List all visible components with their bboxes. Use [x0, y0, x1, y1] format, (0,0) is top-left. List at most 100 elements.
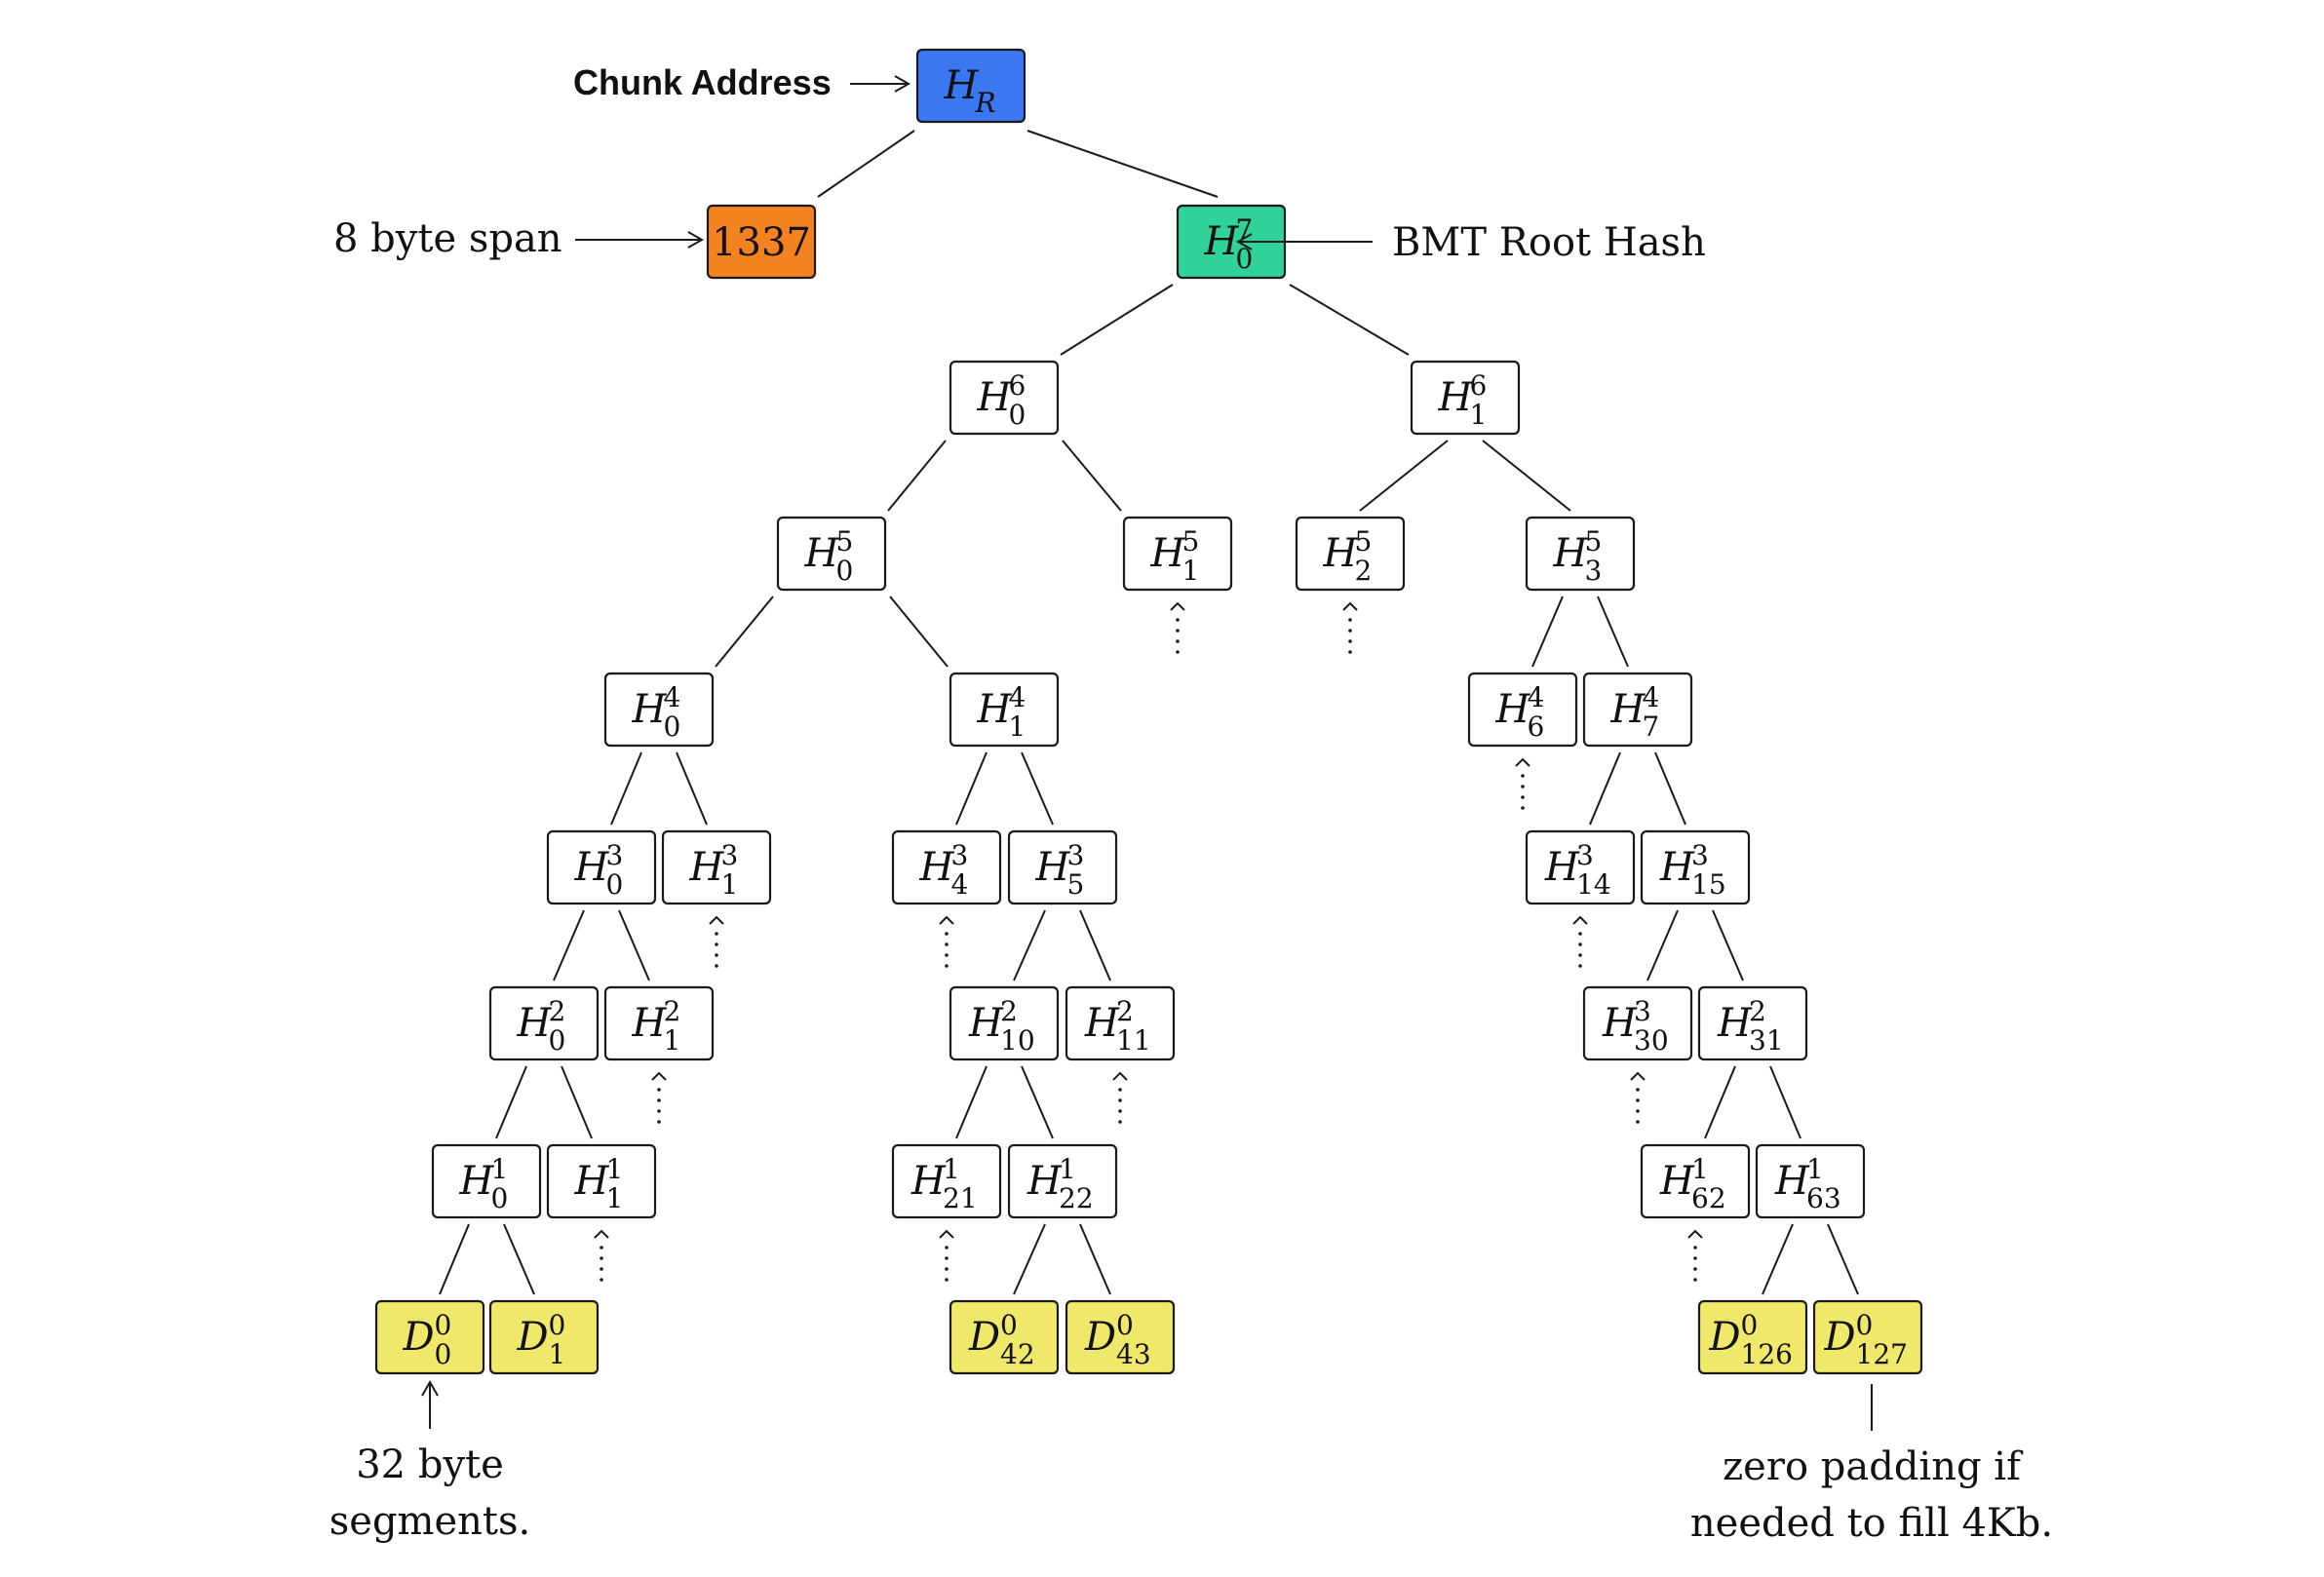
node-superscript: 3 — [1634, 995, 1651, 1027]
tree-edges — [439, 130, 1859, 1295]
node-box — [949, 672, 1060, 748]
node-subscript: 1 — [549, 1338, 566, 1370]
node-letter: H — [632, 1001, 668, 1046]
node-H2_1: H21 — [603, 985, 715, 1061]
node-box — [1525, 516, 1636, 592]
node-box — [706, 204, 817, 280]
node-box — [1410, 360, 1521, 436]
node-box — [374, 1299, 485, 1375]
node-box — [891, 829, 1002, 905]
node-subscript: 4 — [951, 868, 969, 901]
span-label: 8 byte span — [333, 216, 562, 261]
node-letter: H — [1602, 1001, 1638, 1046]
continuation-dots — [594, 601, 1703, 1282]
node-superscript: 3 — [951, 839, 969, 871]
node-letter: H — [919, 845, 955, 890]
node-subscript: 0 — [549, 1024, 566, 1057]
node-subscript: 1 — [1009, 711, 1026, 743]
node-letter: D — [403, 1315, 435, 1360]
padding-label-line2: needed to fill 4Kb. — [1690, 1501, 2053, 1546]
node-superscript: 2 — [664, 995, 681, 1027]
node-box — [1065, 1299, 1176, 1375]
node-letter: D — [517, 1315, 549, 1360]
node-superscript: 0 — [1000, 1309, 1018, 1341]
node-box — [1525, 829, 1636, 905]
node-subscript: R — [975, 87, 996, 119]
node-subscript: 1 — [606, 1182, 624, 1214]
node-H4_0: H40 — [603, 672, 715, 748]
node-subscript: 22 — [1059, 1182, 1094, 1214]
padding-label-line1: zero padding if — [1723, 1444, 2024, 1489]
continuation-H3_4 — [939, 915, 954, 968]
node-letter: H — [910, 1159, 947, 1204]
node-letter: H — [1610, 687, 1646, 732]
node-superscript: 0 — [1856, 1309, 1874, 1341]
node-letter: H — [574, 845, 610, 890]
node-letter: H — [1659, 1159, 1695, 1204]
node-box — [949, 985, 1060, 1061]
node-superscript: 3 — [1691, 839, 1709, 871]
node-subscript: 43 — [1116, 1338, 1151, 1370]
node-superscript: 1 — [1806, 1153, 1824, 1185]
node-subscript: 1 — [721, 868, 739, 901]
chunk-address-arrowhead — [894, 75, 911, 93]
edge-H2_0-H1_1 — [561, 1065, 593, 1139]
node-subscript: 15 — [1691, 868, 1726, 901]
node-subscript: 0 — [664, 711, 681, 743]
node-letter: H — [1495, 687, 1531, 732]
node-H3_5: H35 — [1007, 829, 1118, 905]
edge-H3_0-H2_1 — [618, 909, 650, 981]
node-H7_0: H70 — [1176, 204, 1287, 280]
node-letter: H — [1438, 375, 1474, 420]
node-superscript: 7 — [1236, 213, 1254, 246]
node-letter: D — [1709, 1315, 1741, 1360]
node-box — [661, 829, 772, 905]
annotations: Chunk Address 8 byte span BMT Root Hash … — [329, 62, 2053, 1546]
node-box — [1812, 1299, 1923, 1375]
node-H5_0: H50 — [776, 516, 887, 592]
node-H1_0: H10 — [431, 1143, 542, 1219]
node-box — [1582, 985, 1693, 1061]
node-superscript: 2 — [1749, 995, 1766, 1027]
node-box — [1640, 1143, 1751, 1219]
edge-H3_15-H2_31 — [1712, 909, 1744, 981]
node-letter: H — [1150, 531, 1186, 576]
node-box — [488, 1299, 600, 1375]
node-subscript: 42 — [1000, 1338, 1035, 1370]
edge-H4_0-H3_1 — [676, 751, 708, 826]
node-superscript: 1 — [1691, 1153, 1709, 1185]
continuation-H1_1 — [594, 1229, 609, 1282]
edge-H1_0-D0_1 — [503, 1223, 535, 1295]
node-subscript: 10 — [1000, 1024, 1035, 1057]
segments-label-line1: 32 byte — [356, 1442, 504, 1487]
node-superscript: 5 — [1182, 525, 1200, 558]
node-subscript: 6 — [1528, 711, 1545, 743]
segments-label-line2: segments. — [329, 1499, 530, 1544]
node-letter: H — [689, 845, 725, 890]
continuation-H4_6 — [1515, 757, 1530, 810]
segments-arrowhead — [421, 1379, 439, 1397]
node-subscript: 7 — [1643, 711, 1660, 743]
node-superscript: 4 — [1643, 681, 1660, 713]
node-subscript: 11 — [1116, 1024, 1151, 1057]
node-superscript: 6 — [1009, 369, 1026, 402]
node-superscript: 1 — [491, 1153, 509, 1185]
node-letter: H — [1659, 845, 1695, 890]
node-superscript: 0 — [435, 1309, 452, 1341]
node-box — [1755, 1143, 1866, 1219]
node-letter: D — [1084, 1315, 1116, 1360]
node-H4_6: H46 — [1467, 672, 1578, 748]
node-subscript: 5 — [1067, 868, 1085, 901]
edge-H1_22-D0_43 — [1079, 1223, 1111, 1295]
node-letter: H — [1553, 531, 1589, 576]
edge-H1_0-D0_0 — [439, 1223, 470, 1295]
node-superscript: 5 — [1585, 525, 1603, 558]
